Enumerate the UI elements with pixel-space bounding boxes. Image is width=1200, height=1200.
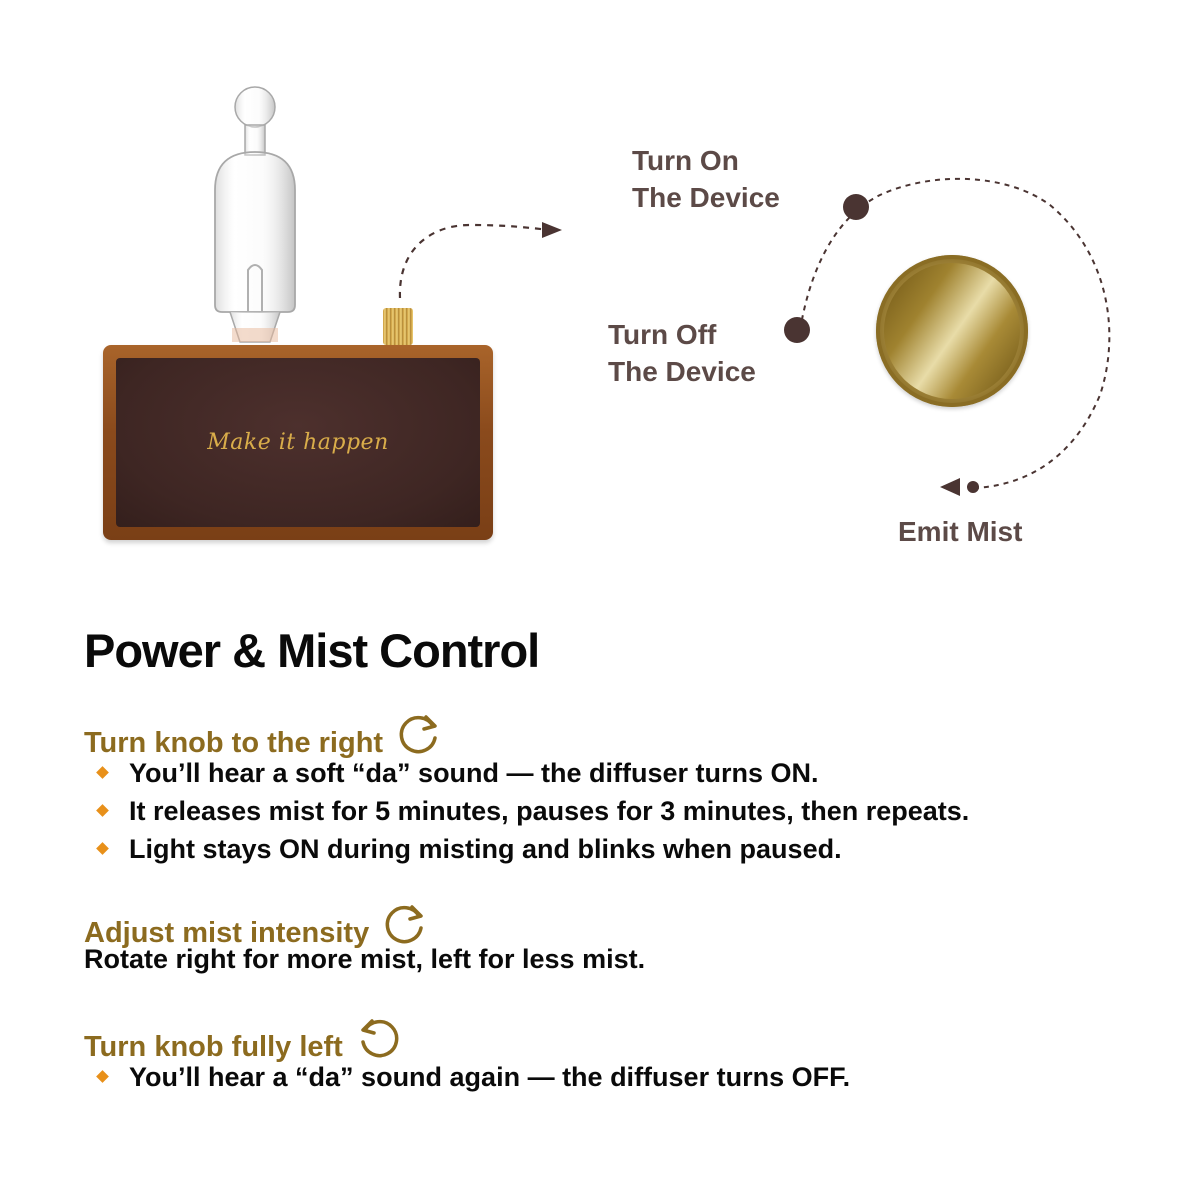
bullet-icon: [96, 804, 109, 818]
section-title: Power & Mist Control: [84, 624, 540, 677]
leather-panel: Make it happen: [116, 358, 480, 527]
emit-mist-dot: [967, 481, 979, 493]
subtitle-adjust-mist: Adjust mist intensity: [84, 902, 429, 956]
rotation-diagram: [398, 177, 1111, 496]
bullet-icon: [96, 842, 109, 856]
rotate-clockwise-icon: [395, 712, 443, 766]
emit-mist-label: Emit Mist: [898, 516, 1023, 547]
control-knob: [383, 308, 413, 345]
dashed-circle-path: [799, 177, 1111, 489]
arrow-head-icon: [542, 222, 562, 238]
turn-on-label: Turn On The Device: [632, 145, 780, 213]
subtitle-turn-right: Turn knob to the right: [84, 712, 443, 766]
rotate-clockwise-icon: [381, 902, 429, 956]
turn-left-list: You’ll hear a “da” sound again — the dif…: [96, 1058, 850, 1096]
subtitle-turn-left: Turn knob fully left: [84, 1016, 403, 1070]
dashed-arrow-path: [398, 223, 551, 299]
list-item: You’ll hear a soft “da” sound — the diff…: [96, 754, 969, 792]
bullet-icon: [96, 766, 109, 780]
turn-off-dot: [784, 317, 810, 343]
engraving-text: Make it happen: [207, 430, 389, 455]
bullet-icon: [96, 1070, 109, 1084]
rotate-counterclockwise-icon: [355, 1016, 403, 1070]
list-item: Light stays ON during misting and blinks…: [96, 830, 969, 868]
turn-right-list: You’ll hear a soft “da” sound — the diff…: [96, 754, 969, 868]
turn-off-label: Turn Off The Device: [608, 319, 756, 387]
diffuser-product-image: Make it happen: [95, 80, 515, 550]
wooden-base: Make it happen: [103, 345, 493, 540]
adjust-mist-text: Rotate right for more mist, left for les…: [84, 944, 646, 974]
emit-arrow-head-icon: [940, 478, 960, 496]
list-item: You’ll hear a “da” sound again — the dif…: [96, 1058, 850, 1096]
turn-on-dot: [843, 194, 869, 220]
gold-knob-icon: [876, 255, 1028, 407]
glass-bottle-icon: [214, 86, 296, 343]
list-item: It releases mist for 5 minutes, pauses f…: [96, 792, 969, 830]
